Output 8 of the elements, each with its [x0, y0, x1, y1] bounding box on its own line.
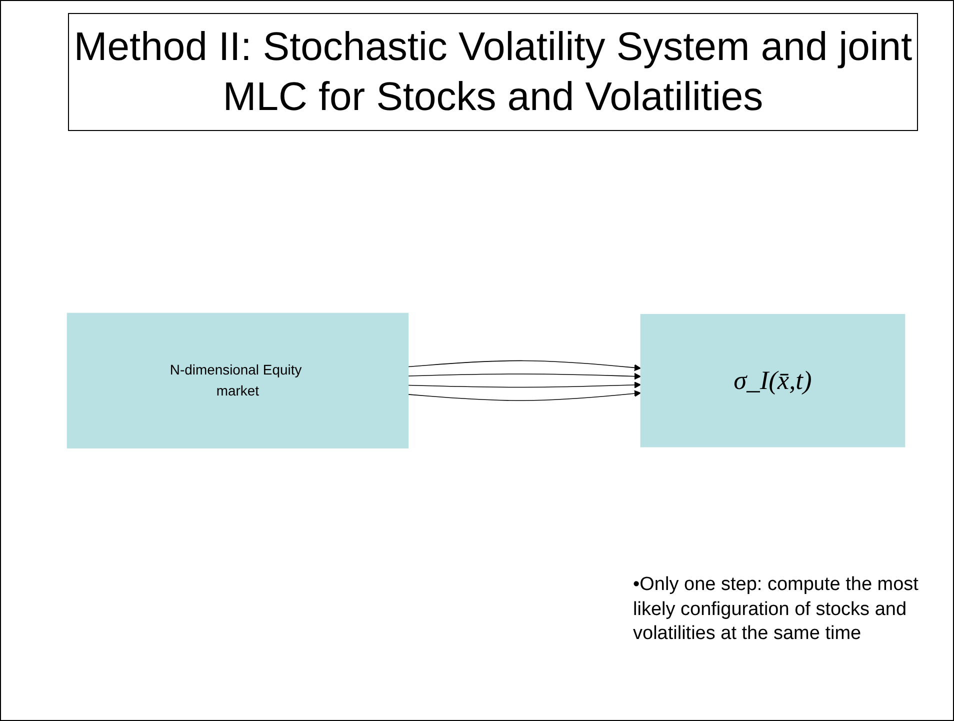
arrow — [408, 373, 641, 380]
node-box: σ_I(x̄,t) — [640, 314, 906, 448]
title-box: Method II: Stochastic Volatility System and joint MLC for Stocks and Volatilities — [68, 13, 918, 131]
arrow — [408, 360, 641, 372]
note-text: •Only one step: compute the most likely configuration of stocks and volatilities at the same time — [633, 573, 920, 646]
arrow — [408, 382, 641, 389]
node-box: N-dimensional Equity market — [66, 313, 409, 449]
arrow — [408, 390, 641, 402]
